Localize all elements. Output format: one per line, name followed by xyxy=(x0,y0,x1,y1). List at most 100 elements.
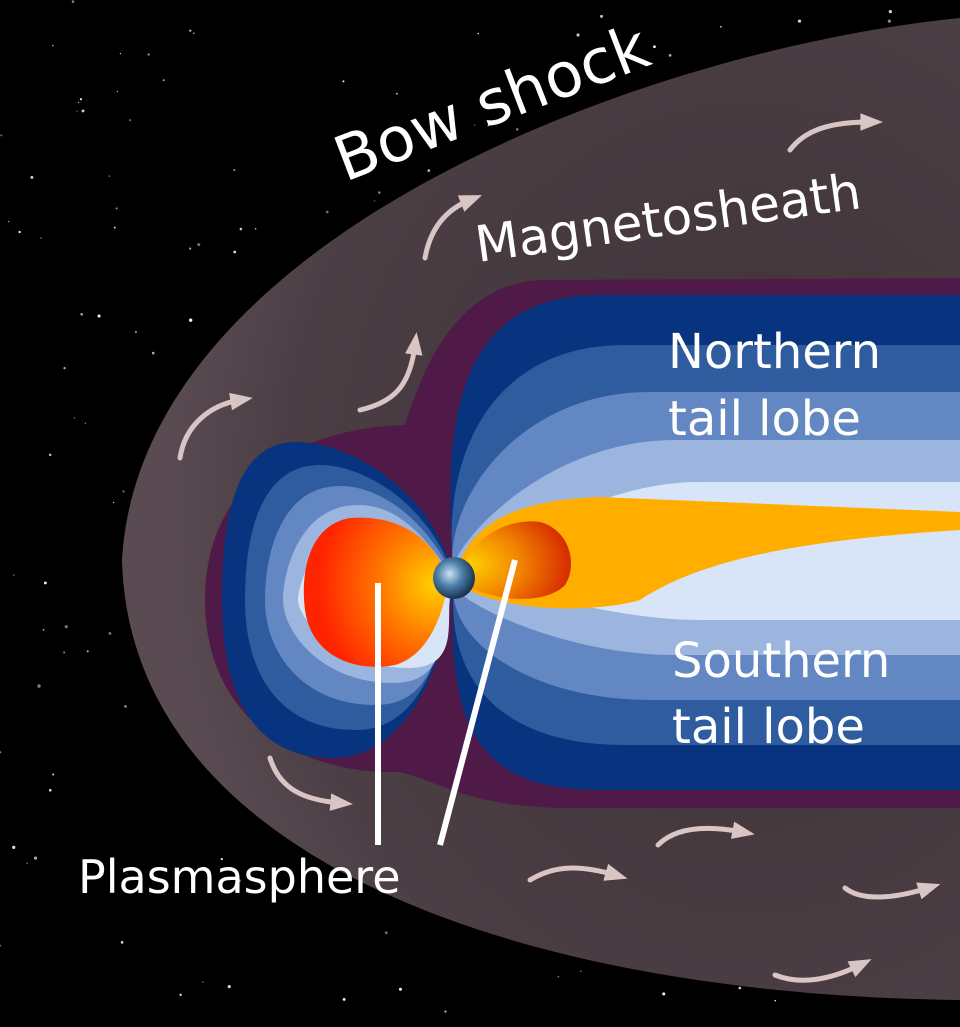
flow-arrow xyxy=(527,863,628,883)
star xyxy=(42,628,45,631)
star xyxy=(116,90,118,93)
star xyxy=(600,14,604,18)
star xyxy=(128,119,132,122)
plasmasphere-label: Plasmasphere xyxy=(78,850,401,904)
star xyxy=(147,53,150,56)
star xyxy=(202,981,204,983)
star xyxy=(86,650,89,653)
flow-arrow-shaft xyxy=(357,342,418,413)
flow-arrow xyxy=(842,882,941,900)
arrow-head-icon xyxy=(405,332,423,356)
star xyxy=(557,975,560,978)
flow-arrow-shaft xyxy=(527,865,618,883)
star xyxy=(515,128,519,131)
star xyxy=(477,32,479,35)
flow-arrow-shaft xyxy=(772,962,863,983)
star xyxy=(81,109,85,113)
arrow-head-icon xyxy=(329,793,353,811)
northern-tail-lobe-label-2: tail lobe xyxy=(668,391,861,447)
flow-arrow-shaft xyxy=(842,885,931,900)
star xyxy=(48,788,52,792)
star xyxy=(576,33,580,37)
star xyxy=(94,862,97,864)
star xyxy=(398,987,402,991)
star xyxy=(52,773,55,776)
star xyxy=(738,986,742,990)
star xyxy=(888,10,893,14)
flow-arrows xyxy=(177,113,941,983)
arrow-head-icon xyxy=(229,392,253,411)
star xyxy=(73,417,76,419)
star xyxy=(108,175,111,177)
star xyxy=(151,351,155,355)
arrow-head-icon xyxy=(603,863,628,881)
star xyxy=(237,879,241,883)
flow-arrow xyxy=(177,392,253,461)
star xyxy=(162,79,165,82)
star xyxy=(487,124,490,127)
star xyxy=(325,210,329,214)
flow-arrow-shaft xyxy=(267,755,343,806)
flow-arrow xyxy=(655,821,755,848)
star xyxy=(774,999,777,1002)
star xyxy=(239,227,243,231)
star xyxy=(122,490,125,493)
southern-tail-lobe-label-2: tail lobe xyxy=(672,699,865,755)
star xyxy=(79,98,83,101)
current-sheet xyxy=(455,497,960,609)
star xyxy=(33,856,38,860)
star xyxy=(580,970,582,973)
star xyxy=(77,101,80,104)
star xyxy=(123,704,128,709)
flow-arrow xyxy=(422,195,483,261)
star xyxy=(233,250,237,254)
flow-arrow-shaft xyxy=(787,119,873,153)
star xyxy=(134,330,138,333)
star xyxy=(0,944,1,947)
flow-arrow xyxy=(787,113,883,153)
flow-arrow xyxy=(357,332,423,413)
star xyxy=(43,581,47,585)
star xyxy=(189,247,192,250)
star xyxy=(63,367,66,370)
star xyxy=(189,29,192,32)
star xyxy=(374,200,376,202)
star xyxy=(233,168,236,171)
star xyxy=(220,858,223,861)
arrow-head-icon xyxy=(457,195,483,212)
star xyxy=(119,52,122,55)
star xyxy=(7,220,10,223)
star xyxy=(18,230,21,234)
star xyxy=(30,175,34,179)
star xyxy=(197,243,201,247)
star xyxy=(254,227,257,230)
star xyxy=(342,80,345,83)
star xyxy=(378,191,381,194)
southern-tail-lobe-label-1: Southern xyxy=(672,633,890,689)
star xyxy=(662,992,666,996)
flow-arrow xyxy=(267,755,353,811)
star xyxy=(427,169,431,172)
flow-arrow-shaft xyxy=(655,826,745,848)
flow-arrow xyxy=(772,959,872,983)
star xyxy=(0,751,2,754)
star xyxy=(887,19,891,23)
star xyxy=(12,845,16,849)
star xyxy=(80,313,83,316)
star xyxy=(26,862,28,865)
star xyxy=(179,993,182,997)
star xyxy=(37,684,41,688)
plasmasphere-pointer-right xyxy=(437,559,518,846)
star xyxy=(653,45,656,49)
arrow-head-icon xyxy=(916,882,941,900)
star xyxy=(227,985,231,989)
star xyxy=(48,453,52,457)
star xyxy=(63,651,66,654)
star xyxy=(113,501,115,504)
star xyxy=(193,32,195,35)
star xyxy=(115,207,118,210)
star xyxy=(188,318,193,322)
earth xyxy=(433,557,475,599)
star xyxy=(120,941,124,944)
